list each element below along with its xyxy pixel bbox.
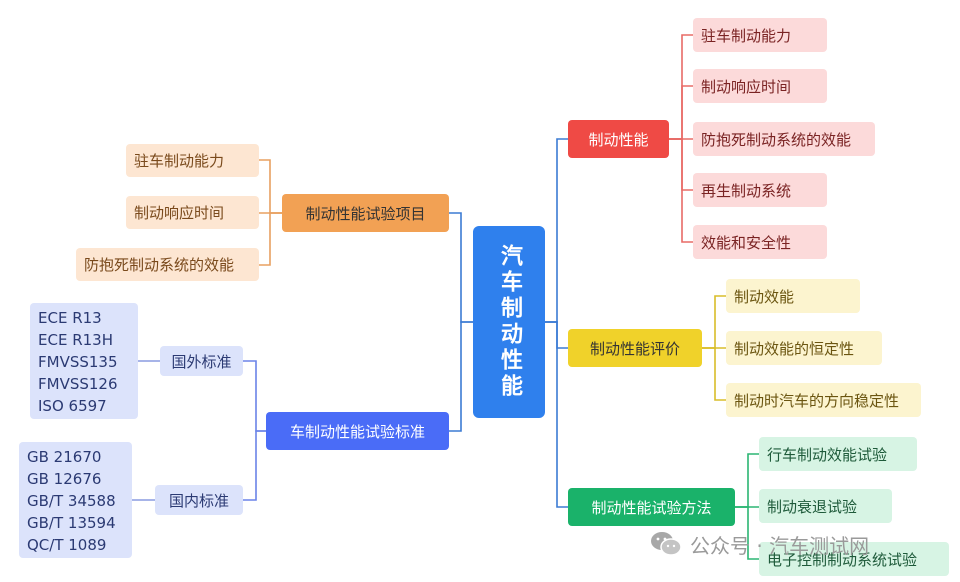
leaf-item-response-time: 制动响应时间 [126, 196, 259, 229]
standard-item: GB 12676 [27, 470, 102, 488]
branch-performance-evaluation: 制动性能评价 [568, 329, 702, 367]
standard-item: GB/T 34588 [27, 492, 116, 510]
leaf-electronic-brake-test: 电子控制制动系统试验 [759, 542, 949, 576]
standard-item: GB/T 13594 [27, 514, 116, 532]
wechat-icon [651, 532, 682, 556]
sub-branch-foreign-standards: 国外标准 [160, 346, 243, 376]
standard-item: GB 21670 [27, 448, 102, 466]
sub-branch-domestic-standards: 国内标准 [155, 485, 243, 515]
leaf-service-brake-test: 行车制动效能试验 [759, 437, 917, 471]
watermark: 公众号 · 汽车测试网 [650, 528, 869, 560]
branch-test-methods: 制动性能试验方法 [568, 488, 735, 526]
leaf-braking-efficiency: 制动效能 [726, 279, 860, 313]
root-node: 汽车制动性能 [473, 226, 545, 418]
domestic-standards-list: GB 21670 GB 12676 GB/T 34588 GB/T 13594 … [19, 442, 132, 558]
branch-test-standards: 车制动性能试验标准 [266, 412, 449, 450]
standard-item: QC/T 1089 [27, 536, 107, 554]
leaf-response-time: 制动响应时间 [693, 69, 827, 103]
leaf-parking-brake: 驻车制动能力 [693, 18, 827, 52]
standard-item: ISO 6597 [38, 397, 107, 415]
branch-test-items: 制动性能试验项目 [282, 194, 449, 232]
leaf-item-abs-efficiency: 防抱死制动系统的效能 [76, 248, 259, 281]
standard-item: ECE R13 [38, 309, 102, 327]
leaf-efficiency-constancy: 制动效能的恒定性 [726, 331, 882, 365]
leaf-item-parking-brake: 驻车制动能力 [126, 144, 259, 177]
leaf-abs-efficiency: 防抱死制动系统的效能 [693, 122, 875, 156]
leaf-fade-test: 制动衰退试验 [759, 489, 892, 523]
standard-item: FMVSS135 [38, 353, 118, 371]
foreign-standards-list: ECE R13 ECE R13H FMVSS135 FMVSS126 ISO 6… [30, 303, 138, 419]
leaf-efficiency-safety: 效能和安全性 [693, 225, 827, 259]
leaf-direction-stability: 制动时汽车的方向稳定性 [726, 383, 921, 417]
standard-item: FMVSS126 [38, 375, 118, 393]
leaf-regenerative-braking: 再生制动系统 [693, 173, 827, 207]
watermark-text: 公众号 · 汽车测试网 [690, 533, 870, 558]
standard-item: ECE R13H [38, 331, 113, 349]
branch-braking-performance: 制动性能 [568, 120, 669, 158]
